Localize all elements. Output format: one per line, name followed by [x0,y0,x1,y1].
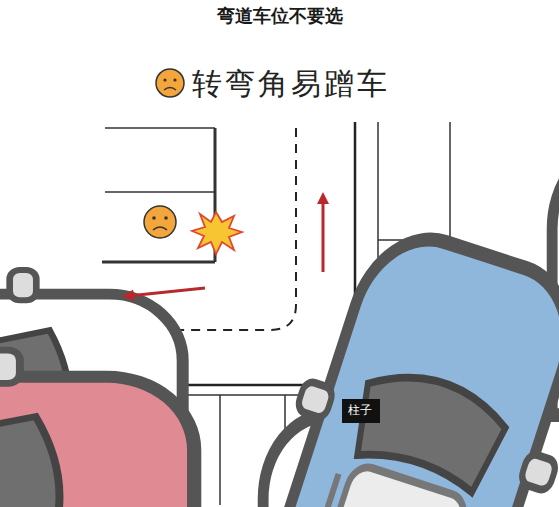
collision-burst [192,212,242,254]
warning-subtitle: 转弯角易蹭车 [192,64,390,105]
direction-arrow [128,288,205,296]
sad-face-icon [156,69,184,97]
pillar-box: 柱子 [342,399,380,423]
red-car [0,350,194,507]
pillar-label: 柱子 [348,402,372,419]
sad-face-on-car [144,206,176,238]
blue-car [174,214,559,507]
direction-arrow [322,198,325,272]
parking-block-left [102,128,215,262]
page-title: 弯道车位不要选 [217,4,343,28]
